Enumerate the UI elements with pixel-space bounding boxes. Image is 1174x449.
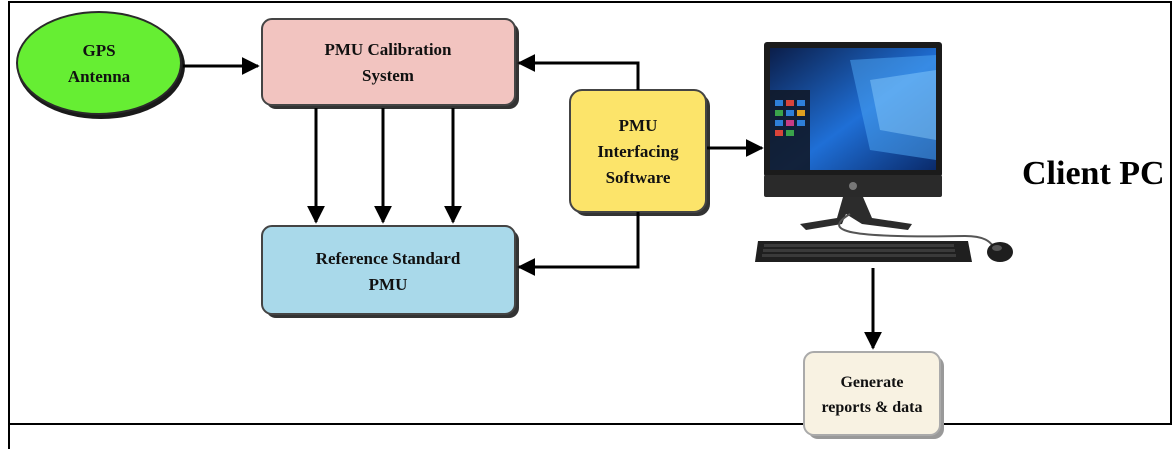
gps-antenna-line2: Antenna <box>68 67 131 86</box>
pmu-calibration-line1: PMU Calibration <box>324 40 452 59</box>
reports-line2: reports & data <box>821 399 922 416</box>
arrow-interfacing-to-reference <box>517 212 640 276</box>
client-pc-label: Client PC <box>1022 155 1165 192</box>
interfacing-software-line1: PMU <box>619 116 658 135</box>
reports-box <box>803 351 941 436</box>
arrow-interfacing-to-calibration <box>517 54 640 90</box>
gps-antenna-line1: GPS <box>82 41 115 60</box>
interfacing-software-line2: Interfacing <box>597 142 679 161</box>
pmu-calibration-node: PMU Calibration System <box>261 18 519 109</box>
reports-node: Generate reports & data <box>803 351 944 439</box>
pmu-calibration-box <box>261 18 516 106</box>
client-pc-icon <box>755 42 1013 262</box>
gps-antenna-shape <box>16 11 182 115</box>
reference-pmu-node: Reference Standard PMU <box>261 225 519 318</box>
interfacing-software-line3: Software <box>606 168 671 187</box>
reference-pmu-box <box>261 225 516 315</box>
reference-pmu-line1: Reference Standard <box>316 249 461 268</box>
reference-pmu-line2: PMU <box>369 275 408 294</box>
interfacing-software-node: PMU Interfacing Software <box>569 89 710 216</box>
pmu-calibration-line2: System <box>362 66 414 85</box>
reports-line1: Generate <box>840 374 903 391</box>
gps-antenna-node: GPS Antenna <box>16 11 185 119</box>
